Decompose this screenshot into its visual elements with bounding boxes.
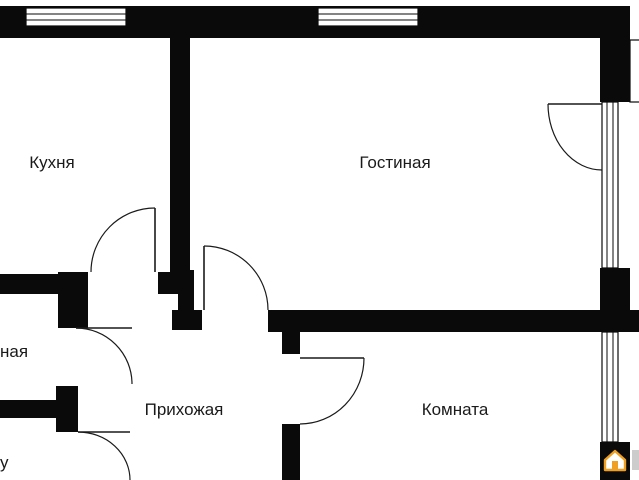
- kitchen-bottom-wall: [0, 274, 66, 294]
- doors: [75, 103, 603, 480]
- balcony-door: [547, 103, 603, 171]
- label-hallway: Прихожая: [145, 400, 224, 419]
- window-stub-right-top: [629, 39, 639, 103]
- label-bottom-left: у: [0, 453, 9, 472]
- room-door-pier: [282, 330, 300, 354]
- pier-near-kitchen-door: [158, 272, 186, 294]
- left-room-door: [75, 327, 133, 385]
- left-room-bottom-wall: [0, 400, 70, 418]
- room-door: [299, 357, 365, 425]
- label-kitchen: Кухня: [29, 153, 75, 172]
- living-door: [203, 245, 269, 311]
- label-left-room: ная: [0, 342, 28, 361]
- watermark-edge: [632, 450, 639, 470]
- walls: [0, 6, 639, 480]
- window-living-right: [601, 101, 619, 269]
- corner-block: [172, 310, 202, 330]
- bottom-left-post: [70, 396, 78, 432]
- room-labels: Кухня Гостиная ная Прихожая Комната у: [0, 153, 489, 472]
- kitchen-door: [90, 207, 156, 273]
- window-room-right: [601, 331, 619, 443]
- wall-living-room: [268, 310, 639, 332]
- window-kitchen: [25, 7, 127, 27]
- hallway-right-wall: [282, 424, 300, 480]
- label-room: Комната: [422, 400, 489, 419]
- window-living-top: [317, 7, 419, 27]
- kitchen-door-pier-left: [58, 272, 88, 328]
- right-wall-upper: [600, 6, 630, 102]
- partition-kitchen-living: [170, 36, 190, 276]
- label-living: Гостиная: [359, 153, 430, 172]
- house-logo-icon: [603, 449, 627, 472]
- windows: [25, 7, 639, 443]
- bath-door: [77, 431, 131, 480]
